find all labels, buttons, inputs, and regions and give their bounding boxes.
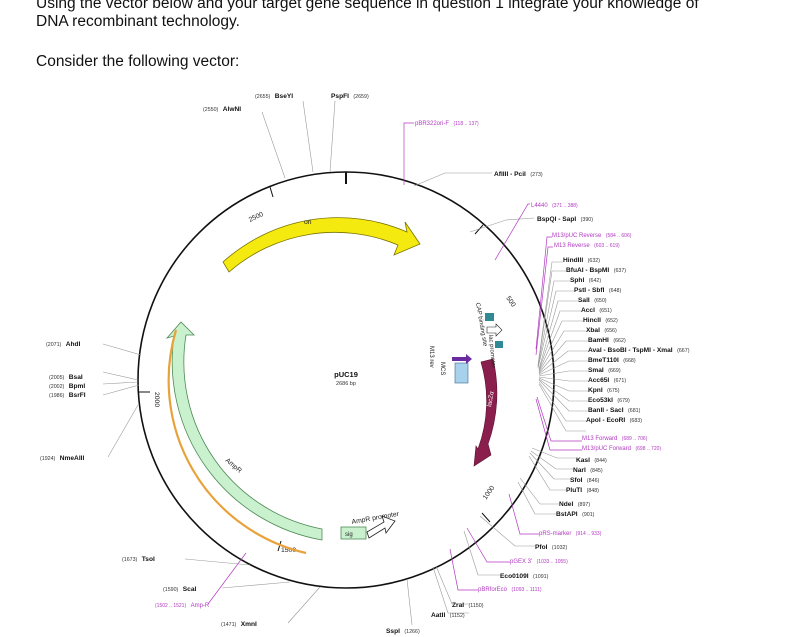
lacz-feature (473, 358, 498, 467)
tick-2500: 2500 (248, 211, 265, 224)
cap-site-feature (485, 313, 494, 321)
primer-pbr322ori: pBR322ori-F (118 .. 137) (415, 112, 479, 129)
primer-leaders (207, 122, 582, 605)
site-psti: PstI - SbfI (648) (574, 279, 621, 296)
site-eco53ki: Eco53kI (679) (588, 389, 630, 406)
ori-label: ori (304, 219, 312, 226)
primer-ampr: (1502 .. 1521) Amp-R (155, 594, 210, 611)
lac-promoter-arrow (486, 323, 503, 337)
vector-prompt: Consider the following vector: (36, 53, 240, 70)
site-xbai: XbaI (656) (586, 319, 617, 336)
lacz-label: lacZα (486, 390, 496, 407)
site-nari: NarI (845) (573, 459, 603, 476)
primer-m13puc-rev: M13/pUC Reverse (584 .. 606) (552, 224, 632, 241)
site-kpni: KpnI (675) (588, 379, 620, 396)
lac-promoter-box (495, 341, 503, 348)
sig-feature (340, 526, 367, 540)
site-ndei: NdeI (897) (559, 493, 590, 510)
ampr-promoter-feature (366, 515, 396, 539)
site-zrai: ZraI (1150) (452, 594, 484, 611)
primer-m13-fwd: M13 Forward (689 .. 706) (582, 427, 648, 444)
primer-l4440: L4440 (371 .. 388) (531, 194, 578, 211)
m13rev-primer-arrow (452, 354, 472, 364)
m13rev-label: M13 rev (428, 346, 434, 368)
site-hincii: HincII (652) (583, 309, 618, 326)
tick-1500: 1500 (281, 547, 296, 554)
ampr-orange-arc (167, 329, 307, 555)
site-ahdi: (2071) AhdI (46, 333, 81, 350)
primer-m13-rev: M13 Reverse (603 .. 619) (554, 234, 620, 251)
ampr-label: AmpR (224, 457, 243, 475)
site-afliii: AflIII - PciI (273) (494, 163, 543, 180)
site-bamhi: BamHI (662) (588, 329, 626, 346)
question-text-line2: DNA recombinant technology. (36, 13, 240, 30)
mcs-label: MCS (439, 362, 445, 375)
plasmid-size: 2686 bp (336, 381, 356, 387)
site-bsai: (2005) BsaI (49, 366, 83, 383)
tick-2000: 2000 (153, 392, 160, 407)
mcs-feature (454, 362, 469, 384)
site-xmni: (1471) XmnI (221, 613, 257, 630)
site-sphi: SphI (642) (570, 269, 601, 286)
site-bmet110i: BmeT110I (668) (588, 349, 636, 366)
site-bfuai: BfuAI - BspMI (637) (566, 259, 626, 276)
site-sali: SalI (650) (578, 289, 607, 306)
plasmid-name: pUC19 (334, 370, 358, 379)
site-bstapi: BstAPI (901) (556, 503, 595, 520)
ori-feature (222, 217, 421, 273)
ampr-feature (165, 321, 323, 541)
site-sfoi: SfoI (846) (570, 469, 600, 486)
site-pfoi: PfoI (1032) (535, 536, 567, 553)
site-apoi: ApoI - EcoRI (683) (586, 409, 642, 426)
site-tsoi: (1673) TsoI (122, 548, 155, 565)
site-smai: SmaI (669) (588, 359, 621, 376)
site-bsrfi: (1986) BsrFI (49, 384, 86, 401)
site-acci: AccI (651) (581, 299, 612, 316)
tick-1000: 1000 (482, 485, 497, 502)
site-kasi: KasI (844) (576, 449, 607, 466)
site-aatii: AatII (1152) (431, 604, 465, 621)
site-bspqi: BspQI - SapI (390) (537, 208, 593, 225)
tick-500: 500 (504, 295, 516, 308)
primer-pgex3: pGEX 3' (1033 .. 1055) (510, 550, 568, 567)
site-scai: (1590) ScaI (163, 578, 196, 595)
sig-label: sig (345, 532, 353, 538)
position-ticks (139, 186, 491, 552)
primer-prs-marker: pRS-marker (914 .. 933) (539, 522, 602, 539)
site-acc65i: Acc65I (671) (588, 369, 626, 386)
site-bpmi: (2002) BpmI (49, 375, 85, 392)
question-text-line1: Using the vector below and your target g… (36, 0, 699, 12)
site-pspfi: PspFI (2659) (331, 85, 369, 102)
site-eco0109i: Eco0109I (1091) (500, 565, 549, 582)
site-pluti: PluTI (848) (566, 479, 599, 496)
primer-m13puc-fwd: M13/pUC Forward (698 .. 720) (582, 437, 661, 454)
lac-promoter-label: lac promoter (487, 335, 496, 369)
site-avai: AvaI - BsoBI - TspMI - XmaI (667) (588, 339, 690, 356)
site-bseyi: (2655) BseYI (255, 85, 293, 102)
cap-label: CAP binding site (474, 302, 488, 347)
site-hindiii: HindIII (632) (563, 249, 600, 266)
site-banii: BanII - SacI (681) (588, 399, 641, 416)
primer-pbrforeco: pBRforEco (1093 .. 1111) (478, 578, 542, 595)
site-alwni: (2550) AlwNI (203, 98, 241, 115)
site-sspi: SspI (1266) (386, 620, 420, 637)
leader-lines (102, 100, 588, 626)
site-nmeaiii: (1924) NmeAIII (40, 447, 84, 464)
